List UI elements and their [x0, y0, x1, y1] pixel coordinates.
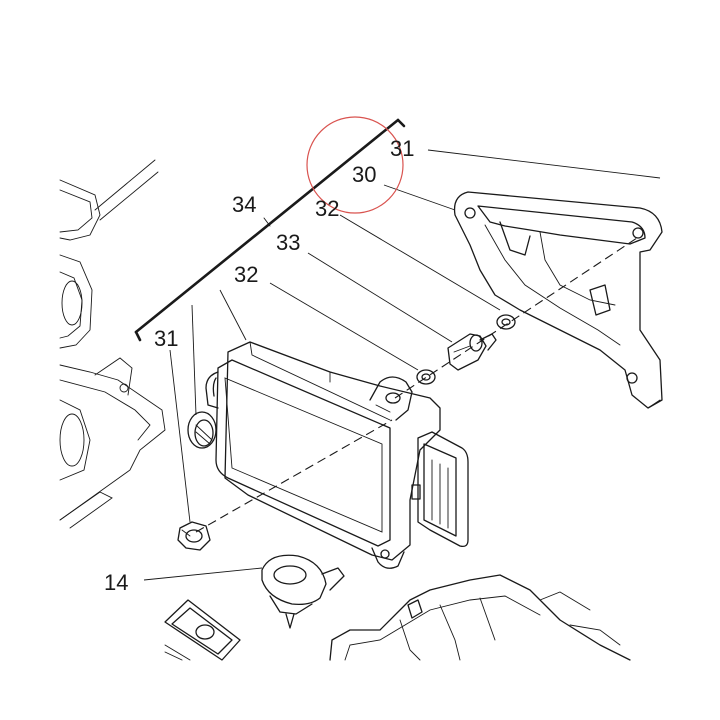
group-bracket-34	[134, 118, 406, 416]
control-module	[205, 341, 469, 569]
highlight-circle	[306, 116, 404, 214]
callout-labels: 31 30 32 34 33 32 31 14	[104, 136, 414, 595]
speed-nut	[164, 599, 241, 661]
callout-32-top: 32	[315, 196, 339, 221]
callout-31-top: 31	[390, 136, 414, 161]
grommet	[187, 411, 217, 449]
leader-lines	[143, 149, 661, 581]
callout-14: 14	[104, 570, 128, 595]
assembly-axis-lines	[195, 235, 641, 533]
washer-mid	[416, 369, 436, 385]
hex-nut	[177, 521, 211, 551]
callout-33: 33	[276, 230, 300, 255]
clip	[261, 554, 345, 629]
mounting-bracket	[453, 191, 663, 409]
washer-top	[496, 314, 516, 330]
background-structure-left	[59, 159, 166, 529]
callout-31-left: 31	[154, 326, 178, 351]
callout-32-mid: 32	[234, 262, 258, 287]
stud-bolt	[447, 333, 497, 371]
callout-30: 30	[352, 162, 376, 187]
callout-34: 34	[232, 192, 256, 217]
lower-housing	[329, 574, 631, 661]
